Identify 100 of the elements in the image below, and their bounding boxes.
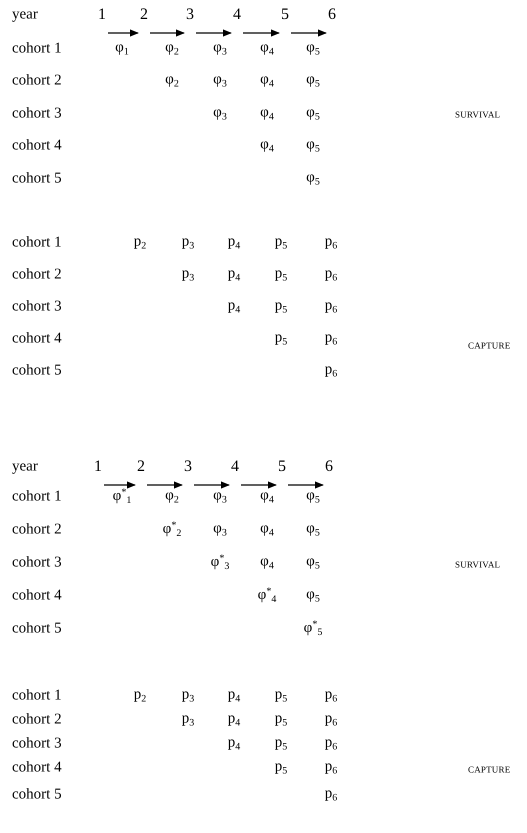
parameter-symbol: p$_{2}$ <box>134 688 146 704</box>
row-label: cohort 5 <box>12 172 62 186</box>
year-number: 6 <box>325 458 333 475</box>
parameter-symbol: p$_{3}$ <box>182 688 194 704</box>
parameter-symbol: p$_{5}$ <box>274 234 288 252</box>
parameter-symbol: p$_{4}$ <box>228 712 240 728</box>
parameter-symbol: φ$_{5}$ <box>306 554 320 572</box>
row-label: cohort 4 <box>12 138 62 154</box>
row-label: cohort 1 <box>12 42 62 56</box>
parameter-symbol: p$_{5}$ <box>274 688 288 704</box>
row-label: year <box>12 8 38 22</box>
parameter-symbol: p$_{6}$ <box>324 736 338 752</box>
row-label: cohort 1 <box>12 688 62 704</box>
year-number: 3 <box>186 6 194 23</box>
arrow <box>104 481 136 489</box>
parameter-symbol: φ$_{4}$ <box>260 72 274 90</box>
parameter-symbol: φ$_{3}$ <box>213 106 227 122</box>
parameter-symbol: p$_{6}$ <box>324 298 338 316</box>
year-number: 5 <box>278 458 286 475</box>
parameter-symbol: φ$_{5}$ <box>306 72 320 90</box>
row-label: year <box>12 460 38 474</box>
parameter-symbol: φ$_{1}$ <box>115 40 129 58</box>
arrow <box>291 29 327 37</box>
arrow <box>243 29 280 37</box>
row-label: cohort 5 <box>12 788 62 802</box>
year-number: 4 <box>231 458 239 475</box>
parameter-symbol: φ$_{2}$ <box>165 72 179 90</box>
arrow <box>147 481 183 489</box>
arrow <box>194 481 230 489</box>
row-label: cohort 2 <box>12 522 62 538</box>
parameter-symbol: p$_{2}$ <box>134 234 146 252</box>
parameter-symbol: p$_{6}$ <box>324 234 338 252</box>
arrow <box>150 29 185 37</box>
parameter-symbol: p$_{4}$ <box>228 736 240 752</box>
parameter-symbol: p$_{4}$ <box>228 688 240 704</box>
parameter-symbol: p$_{3}$ <box>182 234 194 252</box>
parameter-symbol: φ$_{5}$ <box>306 138 320 154</box>
year-number: 6 <box>328 6 336 23</box>
parameter-symbol: φ$_{4}$ <box>260 554 274 572</box>
parameter-symbol: φ$_{4}$ <box>260 522 274 538</box>
parameter-symbol: p$_{5}$ <box>274 712 288 728</box>
parameter-symbol: p$_{4}$ <box>228 266 240 284</box>
section-label: SURVIVAL <box>455 110 500 120</box>
parameter-symbol: φ$_{4}$ <box>260 138 274 154</box>
row-label: cohort 1 <box>12 236 62 250</box>
parameter-symbol: p$_{3}$ <box>182 712 194 728</box>
row-label: cohort 3 <box>12 736 62 752</box>
parameter-symbol: φ$_{4}$ <box>260 40 274 58</box>
parameter-symbol: φ$_{5}$ <box>306 488 320 506</box>
row-label: cohort 5 <box>12 622 62 636</box>
parameter-symbol: p$_{6}$ <box>324 266 338 284</box>
parameter-symbol: φ$_{3}$ <box>213 522 227 538</box>
parameter-symbol: p$_{6}$ <box>324 330 338 348</box>
parameter-symbol: p$_{5}$ <box>274 736 288 752</box>
parameter-symbol: p$_{6}$ <box>324 786 338 804</box>
parameter-symbol: p$_{6}$ <box>324 362 338 380</box>
parameter-symbol: φ$_{5}$ <box>306 522 320 538</box>
parameter-symbol: φ$_{3}$ <box>213 488 227 506</box>
parameter-symbol: p$_{6}$ <box>324 760 338 776</box>
row-label: cohort 2 <box>12 268 62 282</box>
year-number: 2 <box>137 458 145 475</box>
row-label: cohort 3 <box>12 300 62 314</box>
year-number: 2 <box>140 6 148 23</box>
year-number: 4 <box>233 6 241 23</box>
parameter-symbol: p$_{5}$ <box>274 266 288 284</box>
parameter-symbol: φ$_{4}$ <box>260 106 274 122</box>
arrow <box>241 481 277 489</box>
parameter-symbol: p$_{4}$ <box>228 234 240 252</box>
parameter-symbol: φ$_{5}$ <box>306 170 320 188</box>
parameter-symbol: p$_{6}$ <box>324 712 338 728</box>
row-label: cohort 4 <box>12 588 62 604</box>
row-label: cohort 3 <box>12 556 62 570</box>
parameter-symbol: φ$_{2}$ <box>165 40 179 58</box>
row-label: cohort 4 <box>12 332 62 346</box>
arrow <box>108 29 139 37</box>
parameter-symbol: φ$_{3}$ <box>213 40 227 58</box>
row-label: cohort 4 <box>12 760 62 776</box>
row-label: cohort 3 <box>12 106 62 122</box>
year-number: 5 <box>281 6 289 23</box>
parameter-symbol: φ$_{3}$ <box>213 72 227 90</box>
parameter-symbol: p$_{5}$ <box>274 330 288 348</box>
parameter-symbol: p$_{4}$ <box>228 298 240 316</box>
parameter-symbol: φ$_{5}$ <box>306 588 320 604</box>
year-number: 3 <box>184 458 192 475</box>
parameter-symbol: p$_{6}$ <box>324 688 338 704</box>
arrow <box>196 29 232 37</box>
row-label: cohort 5 <box>12 364 62 378</box>
parameter-symbol: p$_{5}$ <box>274 760 288 776</box>
year-number: 1 <box>98 6 106 23</box>
year-number: 1 <box>94 458 102 475</box>
section-label: CAPTURE <box>468 766 510 774</box>
section-label: CAPTURE <box>468 342 510 350</box>
row-label: cohort 2 <box>12 74 62 88</box>
row-label: cohort 2 <box>12 712 62 728</box>
parameter-symbol: φ$_{4}$ <box>260 488 274 506</box>
parameter-symbol: p$_{3}$ <box>182 266 194 284</box>
arrow <box>288 481 324 489</box>
parameter-symbol: p$_{5}$ <box>274 298 288 316</box>
row-label: cohort 1 <box>12 490 62 504</box>
section-label: SURVIVAL <box>455 560 500 570</box>
